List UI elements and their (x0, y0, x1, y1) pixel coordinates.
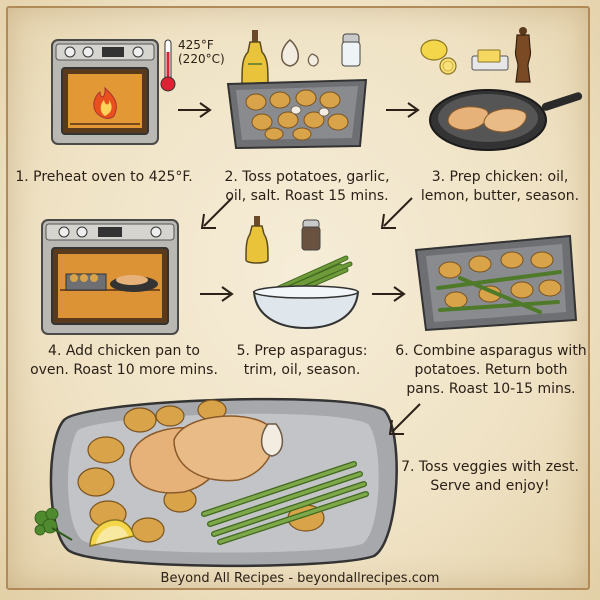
step-3-line-2: lemon, butter, season. (420, 188, 580, 204)
parsley-icon (32, 506, 76, 542)
arrow-icon (200, 197, 233, 229)
arrow-icon (388, 403, 421, 435)
butter-icon (470, 46, 510, 72)
skillet-icon (426, 84, 586, 154)
step-6-line-1: 6. Combine asparagus with (395, 343, 587, 359)
pepper-shaker-icon (300, 218, 322, 252)
step-3-caption: 3. Prep chicken: oil, lemon, butter, sea… (408, 168, 592, 206)
temperature-label: 425°F (220°C) (178, 38, 225, 66)
roasting-pan-icon (410, 230, 580, 334)
step-1-line-1: 1. Preheat oven to 425°F. (15, 169, 193, 185)
step-7-caption: 7. Toss veggies with zest. Serve and enj… (388, 458, 592, 496)
pepper-mill-icon (512, 26, 534, 84)
footer-credit[interactable]: Beyond All Recipes - beyondallrecipes.co… (160, 571, 440, 586)
step-6-caption: 6. Combine asparagus with potatoes. Retu… (388, 342, 594, 399)
temperature-celsius: (220°C) (178, 52, 225, 66)
step-7-line-1: 7. Toss veggies with zest. (401, 459, 579, 475)
step-6-line-3: pans. Roast 10-15 mins. (406, 381, 576, 397)
olive-oil-bottle-icon (244, 214, 270, 266)
step-4-line-1: 4. Add chicken pan to (48, 343, 200, 359)
lemon-wedge-icon (86, 506, 138, 558)
step-2-line-2: oil, salt. Roast 15 mins. (225, 188, 389, 204)
step-1-caption: 1. Preheat oven to 425°F. (14, 168, 194, 187)
step-4-line-2: oven. Roast 10 more mins. (30, 362, 218, 378)
mixing-bowl-icon (250, 252, 362, 330)
thermometer-icon (160, 38, 176, 94)
step-2-line-1: 2. Toss potatoes, garlic, (224, 169, 390, 185)
step-3-line-1: 3. Prep chicken: oil, (431, 169, 569, 185)
step-6-line-2: potatoes. Return both (414, 362, 568, 378)
oven-icon (50, 38, 160, 146)
lemon-icon (418, 36, 468, 76)
serving-platter-icon (44, 390, 404, 570)
step-2-caption: 2. Toss potatoes, garlic, oil, salt. Roa… (212, 168, 402, 206)
step-5-line-2: trim, oil, season. (243, 362, 361, 378)
arrow-icon (178, 102, 212, 118)
step-4-caption: 4. Add chicken pan to oven. Roast 10 mor… (14, 342, 234, 380)
step-5-line-1: 5. Prep asparagus: (236, 343, 368, 359)
arrow-icon (380, 197, 413, 229)
arrow-icon (386, 102, 420, 118)
garlic-icon (276, 36, 324, 70)
arrow-icon (200, 286, 234, 302)
oven-with-pans-icon (40, 218, 180, 336)
arrow-icon (372, 286, 406, 302)
salt-shaker-icon (340, 32, 362, 68)
roasting-pan-icon (222, 72, 372, 152)
parchment-frame (6, 6, 590, 590)
step-7-line-2: Serve and enjoy! (430, 478, 550, 494)
temperature-fahrenheit: 425°F (178, 38, 214, 52)
step-5-caption: 5. Prep asparagus: trim, oil, season. (224, 342, 380, 380)
